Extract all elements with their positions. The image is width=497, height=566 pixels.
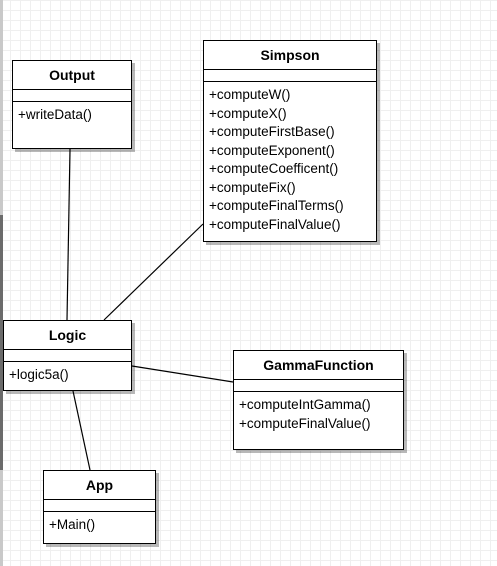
method-item: +computeCoefficent()	[209, 161, 339, 176]
attributes-compartment	[4, 350, 131, 362]
method-item: +computeFinalValue()	[209, 216, 341, 232]
method-item: +computeFinalTerms()	[209, 198, 344, 213]
class-gamma-function[interactable]: GammaFunction +computeIntGamma() +comput…	[233, 350, 404, 450]
class-output[interactable]: Output +writeData()	[12, 60, 132, 149]
class-name: GammaFunction	[234, 351, 403, 380]
methods-compartment: +logic5a()	[4, 362, 131, 385]
canvas-left-edge-shadow	[0, 215, 3, 470]
method-item: +logic5a()	[9, 367, 69, 382]
association-logic-app[interactable]	[72, 390, 91, 471]
methods-compartment: +computeIntGamma() +computeFinalValue()	[234, 392, 403, 433]
method-item: +computeW()	[209, 87, 291, 102]
class-name: App	[44, 471, 155, 500]
attributes-compartment	[204, 70, 376, 82]
class-simpson[interactable]: Simpson +computeW() +computeX() +compute…	[203, 40, 377, 242]
method-item: +writeData()	[18, 107, 92, 122]
association-logic-gamma[interactable]	[131, 365, 234, 383]
methods-compartment: +Main()	[44, 512, 155, 535]
method-item: +computeExponent()	[209, 142, 335, 158]
methods-compartment: +writeData()	[13, 102, 131, 125]
association-simpson-logic[interactable]	[103, 223, 204, 321]
method-item: +computeX()	[209, 105, 287, 121]
attributes-compartment	[13, 90, 131, 102]
class-name: Simpson	[204, 41, 376, 70]
method-item: +computeFirstBase()	[209, 124, 335, 139]
class-name: Logic	[4, 321, 131, 350]
class-name: Output	[13, 61, 131, 90]
class-logic[interactable]: Logic +logic5a()	[3, 320, 132, 391]
attributes-compartment	[234, 380, 403, 392]
method-item: +computeFinalValue()	[239, 415, 371, 431]
method-item: +computeFix()	[209, 179, 296, 195]
class-app[interactable]: App +Main()	[43, 470, 156, 544]
attributes-compartment	[44, 500, 155, 512]
association-output-logic[interactable]	[66, 148, 71, 321]
methods-compartment: +computeW() +computeX() +computeFirstBas…	[204, 82, 376, 234]
method-item: +Main()	[49, 517, 96, 532]
method-item: +computeIntGamma()	[239, 397, 371, 412]
